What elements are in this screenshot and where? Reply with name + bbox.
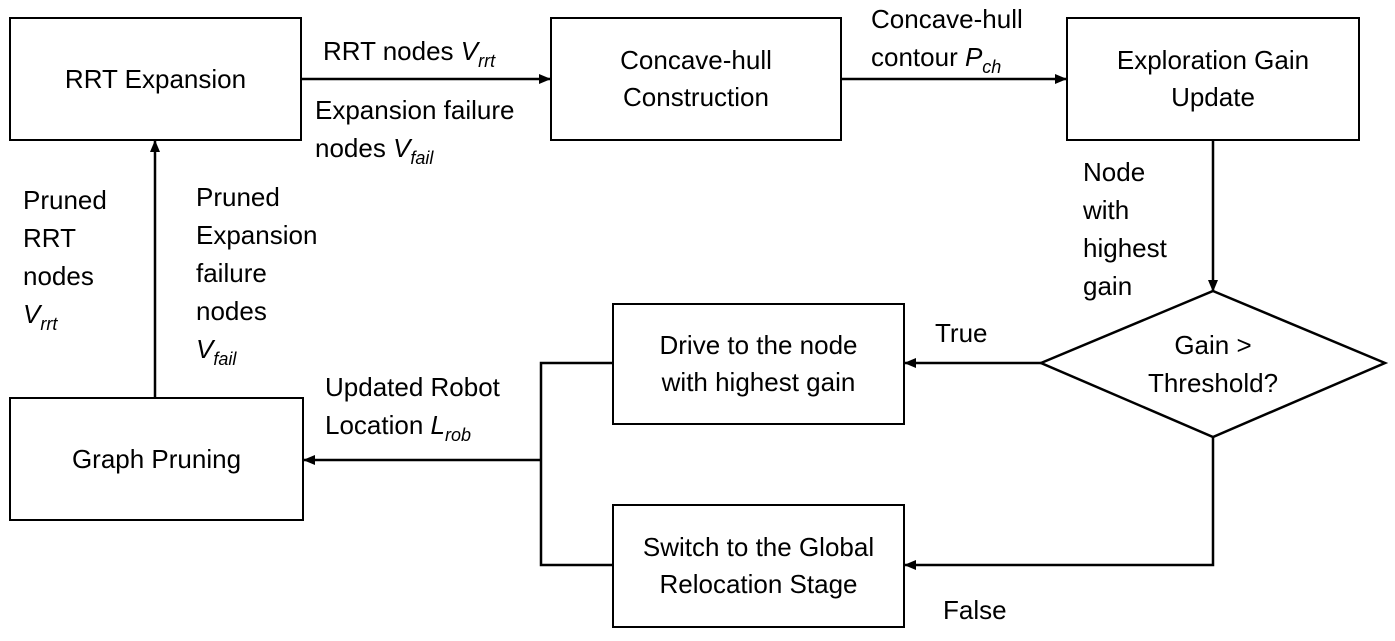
edge-label-pruned-failure: Pruned Expansion failure nodes Vfail xyxy=(196,182,318,369)
drive-node-label-line1: Drive to the node xyxy=(659,330,858,360)
switch-global-label-line1: Switch to the Global xyxy=(642,532,875,562)
arrow-decision-to-switch xyxy=(904,437,1215,570)
rrt-expansion-box: RRT Expansion xyxy=(9,17,302,141)
decision-diamond xyxy=(1037,289,1389,439)
drive-node-label-line2: with highest gain xyxy=(661,367,856,397)
edge-label-updated-location: Updated Robot Location Lrob xyxy=(325,372,500,445)
decision-label-line1: Gain > xyxy=(1174,330,1252,360)
decision-label-line2: Threshold? xyxy=(1147,368,1279,398)
edge-label-false: False xyxy=(943,595,1007,625)
rrt-expansion-label: RRT Expansion xyxy=(64,63,247,94)
edge-label-true: True xyxy=(935,318,988,348)
exploration-gain-box: Exploration Gain Update xyxy=(1066,17,1360,141)
switch-global-label-line2: Relocation Stage xyxy=(659,569,858,599)
edge-label-concave-contour: Concave-hull contour Pch xyxy=(871,4,1023,77)
edge-label-expansion-failure: Expansion failure nodes Vfail xyxy=(315,95,515,168)
exploration-gain-label-line1: Exploration Gain xyxy=(1116,45,1310,75)
concave-hull-box: Concave-hull Construction xyxy=(550,17,842,141)
edge-label-rrt-nodes: RRT nodes Vrrt xyxy=(323,36,496,71)
drive-node-box: Drive to the node with highest gain xyxy=(612,303,905,425)
concave-hull-label-line1: Concave-hull xyxy=(620,45,772,75)
line-drive-to-merge xyxy=(539,361,612,567)
edge-label-node-highest-gain: Node with highest gain xyxy=(1083,157,1167,301)
edge-label-pruned-rrt: Pruned RRT nodes Vrrt xyxy=(23,185,107,334)
exploration-gain-label-line2: Update xyxy=(1171,82,1255,112)
concave-hull-label-line2: Construction xyxy=(623,82,769,112)
graph-pruning-label: Graph Pruning xyxy=(71,443,242,474)
switch-global-box: Switch to the Global Relocation Stage xyxy=(612,504,905,628)
graph-pruning-box: Graph Pruning xyxy=(9,397,304,521)
decision-label: Gain > Threshold? xyxy=(1101,326,1325,402)
